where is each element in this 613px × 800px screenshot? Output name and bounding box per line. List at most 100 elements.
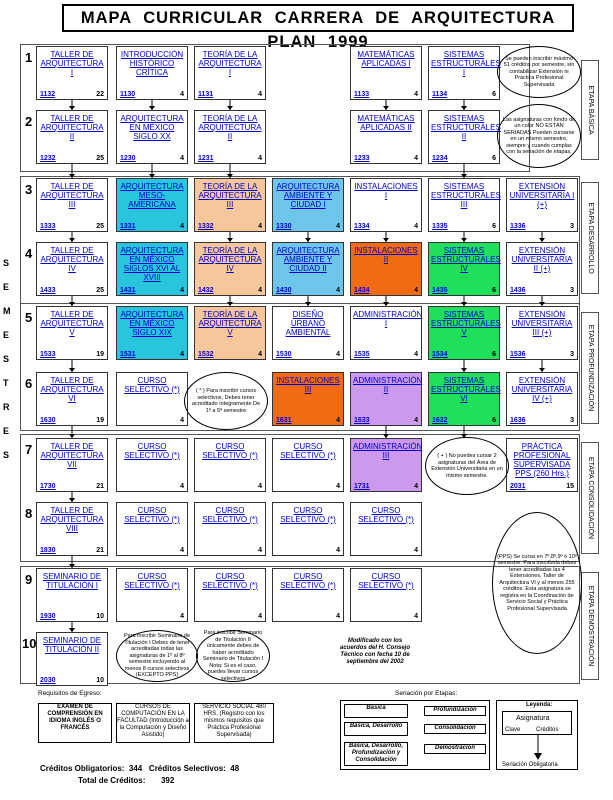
subject-name[interactable]: CURSO SELECTIVO (*) bbox=[358, 506, 414, 524]
subject-name[interactable]: INSTALACIONES III bbox=[276, 376, 340, 394]
subject-cell: CURSO SELECTIVO (*)4 bbox=[116, 502, 188, 556]
subject-code: 1233 bbox=[354, 155, 370, 162]
subject-credits: 25 bbox=[96, 155, 104, 162]
subject-name[interactable]: INSTALACIONES I bbox=[354, 182, 418, 200]
subject-credits: 4 bbox=[336, 613, 340, 620]
subject-name[interactable]: SEMINARIO DE TITULACIÓN II bbox=[42, 636, 102, 654]
subject-name[interactable]: CURSO SELECTIVO (*) bbox=[124, 572, 180, 590]
subject-name[interactable]: SISTEMAS ESTRUCTURALES II bbox=[431, 114, 501, 141]
subject-name[interactable]: CURSO SELECTIVO (*) bbox=[124, 376, 180, 394]
subject-name[interactable]: TEORÍA DE LA ARQUITECTURA III bbox=[198, 182, 262, 209]
subject-name[interactable]: SISTEMAS ESTRUCTURALES I bbox=[431, 50, 501, 77]
subject-credits: 4 bbox=[180, 417, 184, 424]
subject-name[interactable]: TALLER DE ARQUITECTURA I bbox=[40, 50, 104, 77]
subject-name[interactable]: PRÁCTICA PROFESIONAL SUPERVISADA PPS (26… bbox=[513, 442, 571, 478]
subject-cell: PRÁCTICA PROFESIONAL SUPERVISADA PPS (26… bbox=[506, 438, 578, 492]
subject-name[interactable]: TALLER DE ARQUITECTURA VIII bbox=[40, 506, 104, 533]
subject-name[interactable]: TALLER DE ARQUITECTURA IV bbox=[40, 246, 104, 273]
subject-credits: 6 bbox=[492, 223, 496, 230]
subject-cell: CURSO SELECTIVO (*)4 bbox=[194, 502, 266, 556]
subject-name[interactable]: CURSO SELECTIVO (*) bbox=[124, 506, 180, 524]
egreso-label: Requisitos de Egreso: bbox=[38, 690, 102, 697]
subject-name[interactable]: INSTALACIONES II bbox=[354, 246, 418, 264]
subject-name[interactable]: SISTEMAS ESTRUCTURALES V bbox=[431, 310, 501, 337]
subject-credits: 4 bbox=[180, 351, 184, 358]
subject-credits: 4 bbox=[258, 483, 262, 490]
subject-name[interactable]: SISTEMAS ESTRUCTURALES VI bbox=[431, 376, 501, 403]
semester-number: 1 bbox=[25, 50, 33, 65]
subject-name[interactable]: ADMINISTRACIÓN II bbox=[353, 376, 423, 394]
subject-name[interactable]: TALLER DE ARQUITECTURA VI bbox=[40, 376, 104, 403]
etapa-basica: ETAPA BÁSICA bbox=[581, 60, 599, 160]
subject-code: 1531 bbox=[120, 351, 136, 358]
subject-credits: 4 bbox=[336, 223, 340, 230]
subject-name[interactable]: TALLER DE ARQUITECTURA III bbox=[40, 182, 104, 209]
subject-credits: 4 bbox=[180, 91, 184, 98]
subject-name[interactable]: CURSO SELECTIVO (*) bbox=[202, 442, 258, 460]
subject-cell: CURSO SELECTIVO (*) 4 bbox=[272, 568, 344, 622]
subject-name[interactable]: ARQUITECTURA AMBIENTE Y CIUDAD I bbox=[276, 182, 340, 209]
subject-credits: 4 bbox=[336, 417, 340, 424]
egreso-item-servicio: SERVICIO SOCIAL 480 HRS. (Registro con l… bbox=[194, 703, 274, 743]
subject-code: 1536 bbox=[510, 351, 526, 358]
subject-name[interactable]: ADMINISTRACIÓN I bbox=[353, 310, 423, 328]
note-colored-subjects: Las asignaturas con fondo de un color NO… bbox=[497, 104, 581, 168]
subject-name[interactable]: TEORÍA DE LA ARQUITECTURA V bbox=[198, 310, 262, 337]
subject-name[interactable]: TEORÍA DE LA ARQUITECTURA II bbox=[198, 114, 262, 141]
subject-name[interactable]: CURSO SELECTIVO (*) bbox=[124, 442, 180, 460]
subject-code: 1434 bbox=[354, 287, 370, 294]
subject-name[interactable]: CURSO SELECTIVO (*) bbox=[202, 506, 258, 524]
arrow-head bbox=[383, 238, 389, 242]
subject-name[interactable]: CURSO SELECTIVO (*) bbox=[280, 572, 336, 590]
subject-name[interactable]: ARQUITECTURA MESO-AMERICANA bbox=[120, 182, 184, 209]
subject-name[interactable]: CURSO SELECTIVO (*) bbox=[202, 572, 258, 590]
subject-name[interactable]: EXTENSIÓN UNIVERSITARIA II (+) bbox=[511, 246, 573, 273]
subject-name[interactable]: ADMINISTRACIÓN III bbox=[353, 442, 423, 460]
subject-name[interactable]: CURSO SELECTIVO (*) bbox=[280, 442, 336, 460]
subject-name[interactable]: TALLER DE ARQUITECTURA II bbox=[40, 114, 104, 141]
subject-credits: 4 bbox=[180, 287, 184, 294]
semester-group-frame bbox=[20, 434, 580, 562]
subject-code: 1631 bbox=[276, 417, 292, 424]
subject-name[interactable]: EXTENSIÓN UNIVERSITARIA III (+) bbox=[511, 310, 573, 337]
arrow-head bbox=[227, 106, 233, 110]
subject-name[interactable]: CURSO SELECTIVO (*) bbox=[358, 572, 414, 590]
subject-credits: 21 bbox=[96, 547, 104, 554]
subject-name[interactable]: DISEÑO URBANO AMBIENTAL bbox=[285, 310, 331, 337]
modification-note: Modificado con los acuerdos del H. Conse… bbox=[339, 638, 411, 665]
arrow-head bbox=[383, 434, 389, 438]
subject-code: 1330 bbox=[276, 223, 292, 230]
subject-name[interactable]: EXTENSIÓN UNIVERSITARIA I (+) bbox=[509, 182, 575, 209]
subject-name[interactable]: TALLER DE ARQUITECTURA V bbox=[40, 310, 104, 337]
subject-credits: 3 bbox=[570, 223, 574, 230]
arrow-head bbox=[69, 498, 75, 502]
subject-name[interactable]: INTRODUCCIÓN HISTÓRICO CRÍTICA bbox=[120, 50, 184, 77]
subject-name[interactable]: ARQUITECTURA EN MÉXICO SIGLOS XVI AL XVI… bbox=[120, 246, 184, 282]
subject-name[interactable]: ARQUITECTURA EN MÉXICO SIGLO XX bbox=[120, 114, 184, 141]
legend-seriacion: Seriación Obligatoria bbox=[502, 762, 558, 768]
subject-name[interactable]: CURSO SELECTIVO (*) bbox=[280, 506, 336, 524]
subject-name[interactable]: ARQUITECTURA EN MÉXICO SIGLO XIX bbox=[120, 310, 184, 337]
subject-name[interactable]: SISTEMAS ESTRUCTURALES III bbox=[431, 182, 501, 209]
subject-name[interactable]: MATEMÁTICAS APLICADAS I bbox=[357, 50, 415, 68]
subject-name[interactable]: MATEMÁTICAS APLICADAS II bbox=[357, 114, 415, 132]
subject-code: 1633 bbox=[354, 417, 370, 424]
subject-cell: CURSO SELECTIVO (*)4 bbox=[350, 502, 422, 556]
subject-name[interactable]: TALLER DE ARQUITECTURA VII bbox=[40, 442, 104, 469]
subject-code: 1332 bbox=[198, 223, 214, 230]
subject-name[interactable]: TEORÍA DE LA ARQUITECTURA IV bbox=[198, 246, 262, 273]
subject-cell: ARQUITECTURA EN MÉXICO SIGLOS XVI AL XVI… bbox=[116, 242, 188, 296]
subject-credits: 15 bbox=[566, 483, 574, 490]
subject-name[interactable]: SISTEMAS ESTRUCTURALES IV bbox=[431, 246, 501, 273]
subject-name[interactable]: TEORÍA DE LA ARQUITECTURA I bbox=[198, 50, 262, 77]
subject-code: 1436 bbox=[510, 287, 526, 294]
subject-name[interactable]: ARQUITECTURA AMBIENTE Y CIUDAD II bbox=[276, 246, 340, 273]
subject-name[interactable]: EXTENSIÓN UNIVERSITARIA IV (+) bbox=[511, 376, 573, 403]
subject-code: 1432 bbox=[198, 287, 214, 294]
subject-name[interactable]: SEMINARIO DE TITULACIÓN I bbox=[42, 572, 102, 590]
